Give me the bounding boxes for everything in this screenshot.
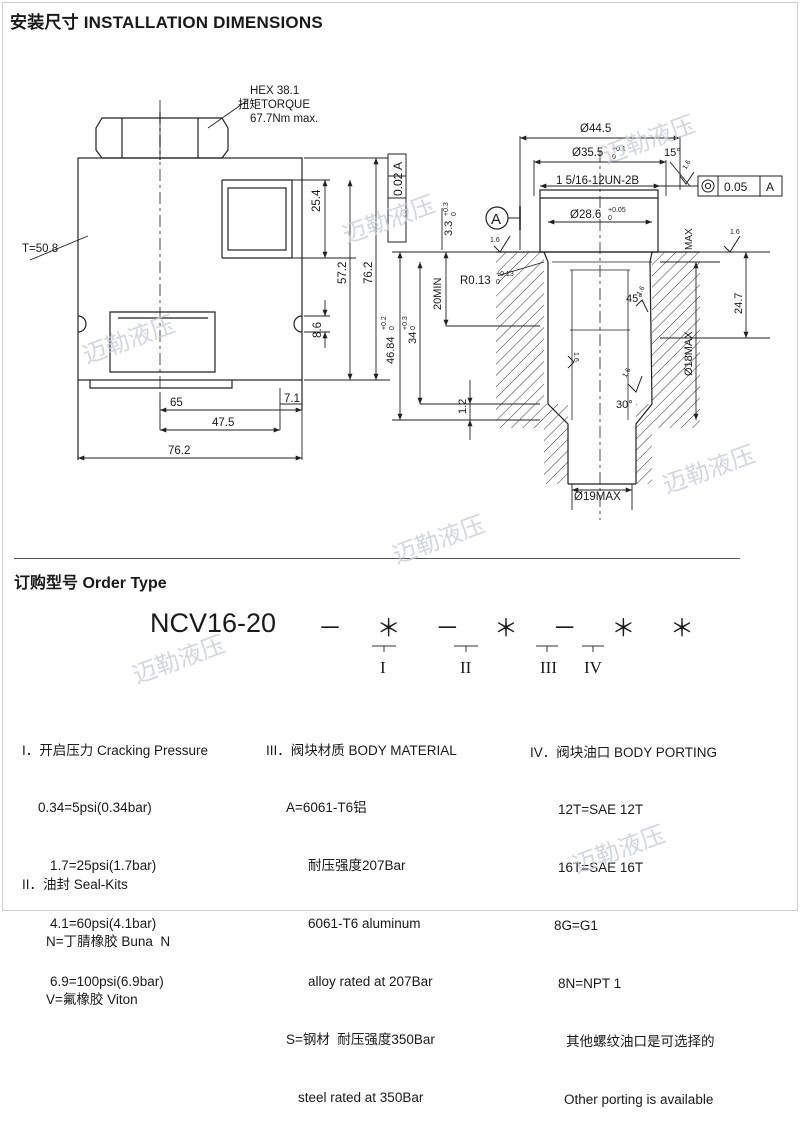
- roman-ii: II: [460, 658, 472, 677]
- dim-34-tol-lower: 0: [410, 326, 417, 330]
- body-porting-title: IV．阀块油口 BODY PORTING: [530, 744, 718, 760]
- dim-7-1: 7.1: [284, 393, 300, 405]
- dim-34-tol-upper: +0.3: [402, 316, 409, 330]
- roughness-marks: [493, 171, 741, 393]
- angle-45: 45°: [626, 293, 643, 305]
- hex-label: HEX 38.1: [250, 85, 299, 97]
- installation-drawing: HEX 38.1 扭矩TORQUE 67.7Nm max. T=50.8 25.…: [22, 85, 783, 520]
- datum-a-symbol: A: [485, 206, 521, 230]
- list-item: 0.34=5psi(0.34bar): [38, 800, 152, 816]
- dim-1-2: 1.2: [457, 399, 469, 414]
- list-item: 8G=G1: [554, 918, 598, 934]
- list-item: 1.7=25psi(1.7bar): [50, 858, 157, 874]
- list-item: Other porting is available: [564, 1091, 714, 1107]
- dim-8-6: 8.6: [312, 322, 324, 338]
- model-code-pattern: － ＊ － ＊ － ＊ ＊: [318, 615, 709, 642]
- list-item: A=6061-T6铝: [286, 800, 367, 816]
- body-material-list: III．阀块材质 BODY MATERIAL A=6061-T6铝 耐压强度20…: [266, 702, 457, 1127]
- install-title: 安装尺寸 INSTALLATION DIMENSIONS: [10, 13, 323, 32]
- code-underlines: [372, 645, 604, 652]
- right-section-view: Ø44.5 Ø35.5 +0.1 0 15° 1 5/16-12UN-2B Ø2…: [381, 123, 783, 520]
- left-dimensions: [29, 99, 390, 461]
- roughness-1: 1.6: [490, 237, 500, 244]
- list-item: N=丁腈橡胶 Buna N: [46, 934, 171, 950]
- dim-d19max: Ø19MAX: [574, 491, 621, 503]
- dim-46-84-tol-lower: 0: [389, 326, 396, 330]
- dim-20min: 20MIN: [432, 278, 444, 310]
- list-item: 6061-T6 aluminum: [308, 916, 421, 932]
- concentricity-value: 0.05: [724, 180, 748, 194]
- dim-d44-5: Ø44.5: [580, 123, 611, 135]
- concentricity-datum: A: [766, 180, 774, 194]
- roughness-4: 1.6: [622, 367, 633, 379]
- list-item: alloy rated at 207Bar: [308, 974, 433, 990]
- list-item: 耐压强度207Bar: [308, 858, 406, 874]
- dim-d35-5-tol-lower: 0: [612, 154, 616, 161]
- roman-iv: IV: [584, 658, 602, 677]
- list-item: 12T=SAE 12T: [558, 802, 644, 818]
- seal-kits-title: II．油封 Seal-Kits: [22, 876, 128, 892]
- page-frame: [2, 2, 798, 911]
- torque-cn-label: 扭矩TORQUE: [238, 97, 310, 111]
- t-thickness-label: T=50.8: [22, 243, 58, 255]
- dim-24-7: 24.7: [733, 293, 745, 314]
- dim-3-3: 3.3: [443, 221, 455, 236]
- dim-76-2-horizontal: 76.2: [168, 445, 190, 457]
- order-title: 订购型号 Order Type: [14, 575, 167, 592]
- body-porting-list: IV．阀块油口 BODY PORTING 12T=SAE 12T 16T=SAE…: [530, 704, 717, 1129]
- concentricity-tolerance-frame: 0.05 A: [697, 175, 783, 197]
- tolerance-value: 0.02: [391, 172, 405, 196]
- dim-d35-5: Ø35.5: [572, 147, 603, 159]
- dim-76-2-vertical: 76.2: [363, 262, 375, 284]
- list-item: 其他螺纹油口是可选择的: [566, 1034, 715, 1050]
- dim-d28-6: Ø28.6: [570, 209, 601, 221]
- cracking-pressure-title: I．开启压力 Cracking Pressure: [22, 742, 209, 758]
- parallelism-tolerance-frame: A 0.02: [387, 153, 407, 243]
- seal-kits-list: II．油封 Seal-Kits N=丁腈橡胶 Buna N V=氟橡胶 Vito…: [22, 836, 170, 1029]
- dim-d28-6-tol-upper: +0.05: [608, 207, 626, 214]
- roughness-5: 1.6: [682, 159, 693, 171]
- radius-label: R0.13: [460, 275, 491, 287]
- roman-i: I: [380, 658, 386, 677]
- roman-iii: III: [540, 658, 557, 677]
- section-divider: [14, 558, 740, 559]
- list-item: V=氟橡胶 Viton: [46, 992, 138, 1008]
- angle-30: 30°: [616, 399, 633, 411]
- dim-57-2: 57.2: [337, 262, 349, 284]
- tolerance-datum-a: A: [391, 162, 405, 170]
- roughness-6: 1.6: [636, 285, 647, 297]
- list-item: 16T=SAE 16T: [558, 860, 644, 876]
- dim-d28-6-tol-lower: 0: [608, 215, 612, 222]
- dim-25-4: 25.4: [311, 189, 323, 212]
- dim-d18max: Ø18MAX: [683, 331, 695, 376]
- body-material-title: III．阀块材质 BODY MATERIAL: [266, 742, 457, 758]
- dim-47-5: 47.5: [212, 417, 234, 429]
- list-item: steel rated at 350Bar: [298, 1089, 424, 1105]
- dim-d35-5-tol-upper: +0.1: [612, 146, 626, 153]
- roughness-2: 1.6: [730, 229, 740, 236]
- dim-3-3-tol-lower: 0: [451, 212, 458, 216]
- dim-46-84-tol-upper: +0.2: [381, 316, 388, 330]
- angle-15: 15°: [664, 147, 681, 159]
- torque-value-label: 67.7Nm max.: [250, 113, 318, 125]
- list-item: S=钢材 耐压强度350Bar: [286, 1032, 435, 1048]
- dim-34: 34: [407, 332, 419, 344]
- dim-46-84: 46.84: [385, 336, 397, 364]
- dim-3-3-tol-upper: +0.3: [443, 202, 450, 216]
- roughness-3: 1.6: [572, 352, 579, 362]
- thread-label: 1 5/16-12UN-2B: [556, 175, 639, 187]
- dim-65: 65: [170, 397, 183, 409]
- max-label: MAX: [684, 228, 695, 250]
- datum-a-label: A: [491, 211, 501, 228]
- radius-tol-lower: 0: [496, 279, 500, 286]
- model-number: NCV16-20: [150, 608, 277, 638]
- list-item: 8N=NPT 1: [558, 976, 622, 992]
- concentricity-icon: [701, 179, 715, 193]
- radius-tol-upper: +0.13: [496, 271, 514, 278]
- left-view: [77, 100, 303, 460]
